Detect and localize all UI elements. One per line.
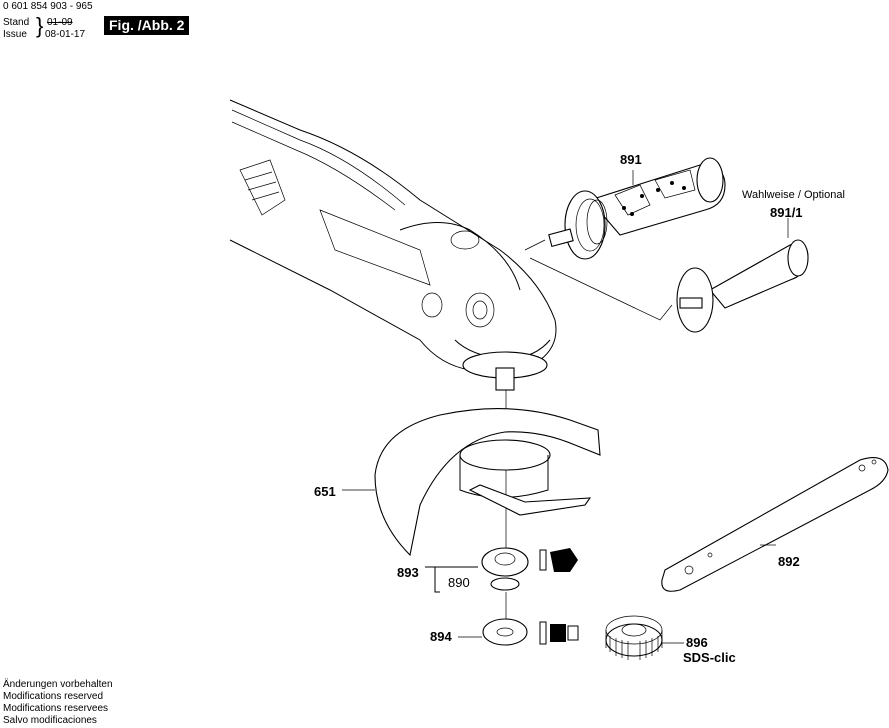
side-handle-891-1 xyxy=(676,239,809,333)
label-894: 894 xyxy=(430,629,452,644)
optional-note: Wahlweise / Optional xyxy=(742,189,845,201)
handle-leader xyxy=(524,239,546,251)
footer-line: Salvo modificaciones xyxy=(3,715,97,726)
document-number: 0 601 854 903 - 965 xyxy=(3,1,93,12)
footer-line: Modifications reserved xyxy=(3,691,104,702)
label-892: 892 xyxy=(778,554,800,569)
figure-label: Fig. /Abb. 2 xyxy=(104,16,190,35)
footer-line: Änderungen vorbehalten xyxy=(3,679,113,690)
issue-label: Issue xyxy=(3,29,27,40)
label-891-1: 891/1 xyxy=(770,205,803,220)
handle-leader-2 xyxy=(529,257,673,321)
footer-notes: Änderungen vorbehalten Modifications res… xyxy=(3,679,113,727)
label-893: 893 xyxy=(397,565,419,580)
label-890: 890 xyxy=(448,575,470,590)
label-651: 651 xyxy=(314,484,336,499)
side-handle-891 xyxy=(548,157,726,260)
grinder-body xyxy=(229,99,557,391)
guard-651 xyxy=(374,408,601,557)
stand-label: Stand xyxy=(3,17,30,28)
sds-clic-nut-896 xyxy=(605,615,684,660)
mounting-flange-893 xyxy=(425,547,529,593)
label-896: 896 xyxy=(686,635,708,650)
flange-symbol xyxy=(539,548,578,572)
clamping-nut-894 xyxy=(458,618,528,646)
spanner-892 xyxy=(661,457,889,592)
nut-symbol xyxy=(539,621,579,645)
issue-date: 08-01-17 xyxy=(45,29,86,40)
label-sds-clic: SDS-clic xyxy=(683,650,736,665)
brace: } xyxy=(36,13,44,38)
label-891: 891 xyxy=(620,152,642,167)
footer-line: Modifications reservees xyxy=(3,703,109,714)
old-date: 01-09 xyxy=(47,17,73,28)
